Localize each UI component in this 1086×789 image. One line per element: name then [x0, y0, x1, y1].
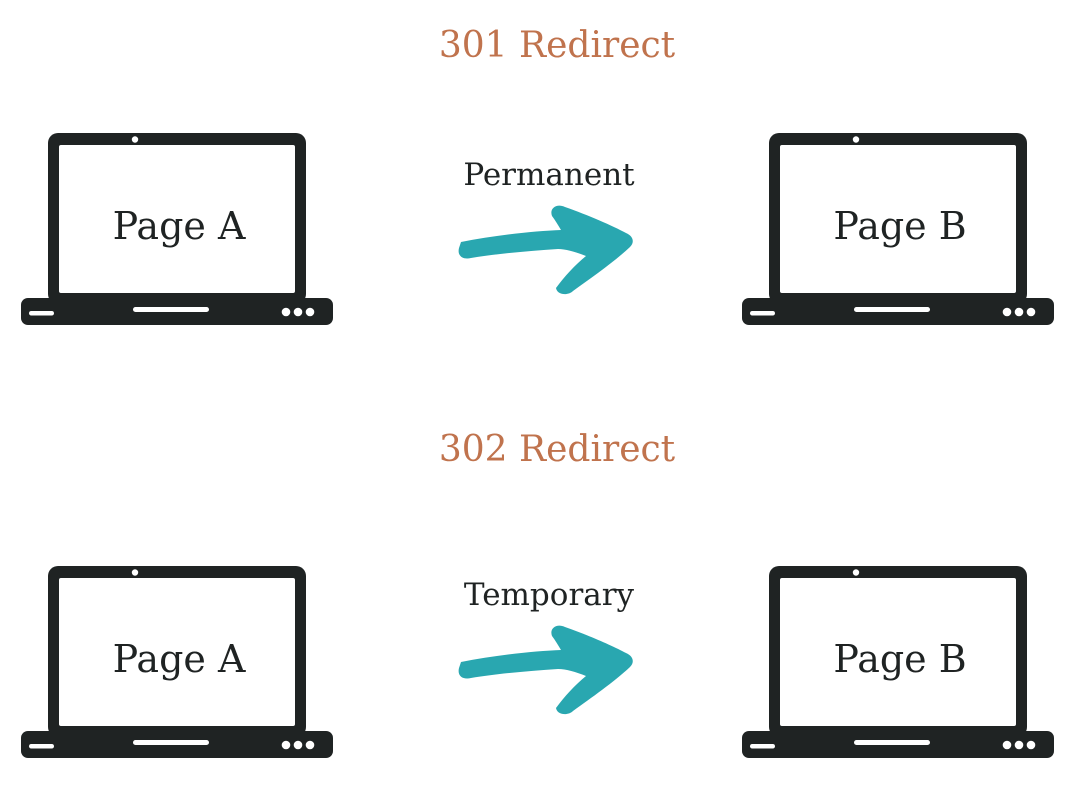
redirect-arrow-icon — [458, 205, 633, 295]
laptop-icon-target-301: Page B — [742, 133, 1054, 325]
arrow-label-temporary: Temporary — [463, 577, 635, 613]
arrow-label-permanent: Permanent — [463, 157, 635, 193]
laptop-icon — [742, 133, 1054, 325]
page-label: Page B — [833, 204, 967, 248]
redirect-arrow-icon — [458, 625, 633, 715]
page-label: Page B — [833, 637, 967, 681]
laptop-icon — [21, 133, 333, 325]
laptop-icon-source-301: Page A — [21, 133, 333, 325]
laptop-icon-target-302: Page B — [742, 566, 1054, 758]
page-label: Page A — [112, 204, 246, 248]
page-label: Page A — [112, 637, 246, 681]
section-title-301: 301 Redirect — [438, 25, 676, 66]
section-title-302: 302 Redirect — [438, 429, 676, 470]
laptop-icon-source-302: Page A — [21, 566, 333, 758]
laptop-icon — [742, 566, 1054, 758]
laptop-icon — [21, 566, 333, 758]
